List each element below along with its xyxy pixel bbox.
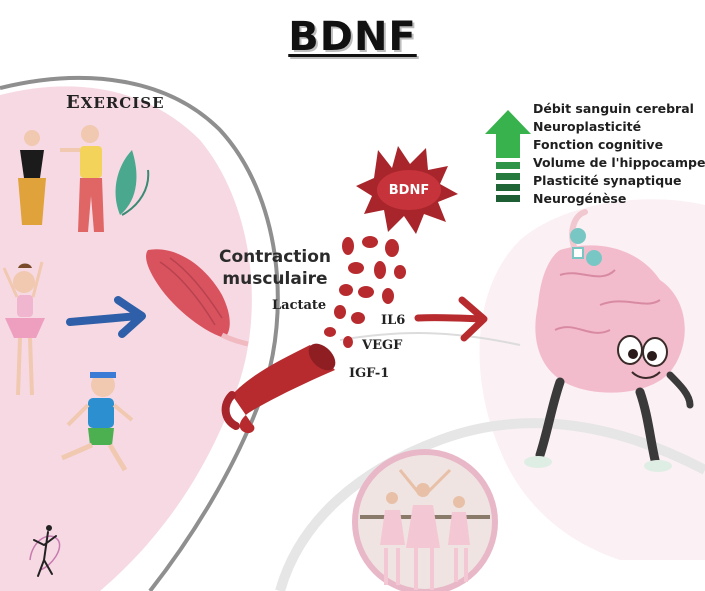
red-arrow-icon bbox=[414, 296, 488, 342]
page-title: BDNF bbox=[288, 14, 417, 60]
blue-arrow-icon bbox=[66, 296, 146, 338]
bottom-swoosh bbox=[275, 418, 705, 591]
bdnf-burst-label: BDNF bbox=[388, 183, 430, 198]
ballerina-child bbox=[2, 261, 45, 396]
blood-cells bbox=[324, 236, 406, 348]
up-arrow-icon bbox=[485, 110, 531, 202]
benefit-item: Débit sanguin cerebral bbox=[533, 101, 694, 116]
muscle-icon bbox=[146, 249, 249, 347]
logo-icon bbox=[29, 525, 61, 577]
exercise-label: EXERCISE bbox=[66, 92, 165, 113]
benefits-list: Débit sanguin cerebral Neuroplasticité F… bbox=[533, 100, 705, 208]
brain-character bbox=[524, 209, 694, 472]
benefit-item: Neuroplasticité bbox=[533, 119, 642, 134]
bdnf-burst-icon bbox=[356, 146, 458, 234]
factor-lactate: Lactate bbox=[272, 298, 327, 313]
benefit-item: Neurogénèse bbox=[533, 191, 627, 206]
contraction-line-2: musculaire bbox=[222, 269, 328, 289]
middle-swoosh bbox=[339, 332, 521, 346]
plant-icon bbox=[115, 150, 150, 216]
ballet-photo bbox=[352, 449, 498, 591]
contraction-line-1: Contraction bbox=[218, 247, 332, 267]
exercise-region bbox=[0, 86, 252, 591]
blood-vessel-icon bbox=[221, 343, 336, 434]
factor-igf1: IGF-1 bbox=[349, 366, 390, 381]
benefit-item: Fonction cognitive bbox=[533, 137, 664, 152]
contraction-label: Contraction musculaire bbox=[210, 246, 340, 290]
running-boy bbox=[61, 372, 134, 472]
factor-il6: IL6 bbox=[381, 313, 406, 328]
dancing-couple bbox=[18, 125, 104, 232]
benefit-item: Volume de l'hippocampe bbox=[533, 155, 705, 170]
exercise-outline bbox=[0, 75, 280, 591]
benefit-item: Plasticité synaptique bbox=[533, 173, 682, 188]
factor-vegf: VEGF bbox=[362, 338, 403, 353]
